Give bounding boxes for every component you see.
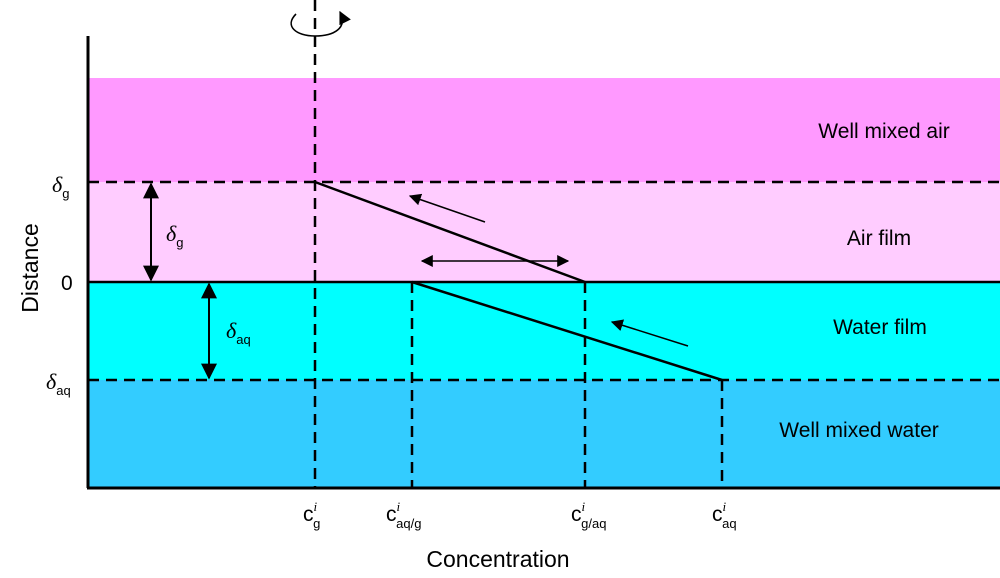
aq-flux-arrow [610,319,689,347]
aq-film-thickness-symbol: δ [226,318,237,343]
y-tick-delta-g: δg [52,172,69,201]
water-film-label: Water film [833,316,927,339]
y-axis-title: Distance [17,223,43,312]
gas-film-thickness-sub: g [176,235,183,250]
y-tick-delta-g-symbol: δ [52,172,63,197]
well-mixed-water-layer [88,380,1000,488]
gas-film-thickness-symbol: δ [166,221,177,246]
y-tick-delta-aq-sub: aq [56,383,70,398]
y-tick-delta-aq-symbol: δ [46,369,57,394]
aq-profile-line [411,280,723,382]
y-tick-zero: 0 [61,272,73,295]
aq-film-thickness-label: δaq [226,318,251,347]
gas-film-thickness-label: δg [166,221,183,250]
well-mixed-air-label: Well mixed air [818,120,949,143]
gas-flux-arrow [408,193,486,223]
well-mixed-air-layer [88,78,1000,182]
y-tick-delta-aq: δaq [46,369,71,398]
aq-film-thickness-sub: aq [236,332,250,347]
well-mixed-water-label: Well mixed water [779,419,939,442]
x-axis-title: Concentration [426,546,569,572]
rotation-icon [290,10,351,37]
water-film-layer [88,282,1000,380]
air-film-label: Air film [847,227,911,250]
y-tick-delta-g-sub: g [62,186,69,201]
